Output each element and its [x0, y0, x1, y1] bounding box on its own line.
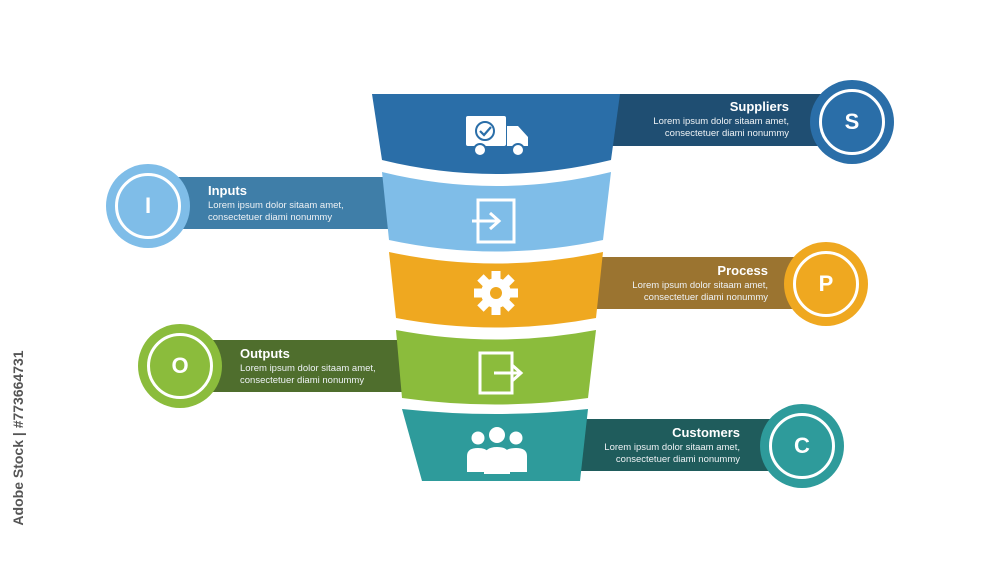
gear-icon [474, 271, 518, 315]
stock-watermark-text: Adobe Stock | #773664731 [10, 350, 26, 526]
process-title: Process [717, 263, 768, 278]
inputs-letter: I [115, 173, 181, 239]
inputs-desc-line1: Lorem ipsum dolor sitaam amet, [208, 200, 344, 211]
process-bar [590, 257, 800, 309]
process-letter: P [793, 251, 859, 317]
suppliers-desc-line1: Lorem ipsum dolor sitaam amet, [653, 116, 789, 127]
login-arrow-icon [472, 198, 516, 244]
suppliers-letter: S [819, 89, 885, 155]
funnel-segment-customers [402, 409, 588, 481]
inputs-title: Inputs [208, 183, 247, 198]
outputs-desc-line1: Lorem ipsum dolor sitaam amet, [240, 363, 376, 374]
outputs-title: Outputs [240, 346, 290, 361]
people-group-icon [467, 427, 527, 474]
customers-desc-line2: consectetuer diami nonummy [615, 454, 740, 465]
suppliers-bar [612, 94, 826, 146]
funnel-segment-outputs [396, 330, 596, 405]
suppliers-desc-line2: consectetuer diami nonummy [664, 128, 789, 139]
logout-arrow-icon [478, 351, 524, 395]
customers-title: Customers [672, 425, 740, 440]
stock-watermark: Adobe Stock | #773664731 [8, 330, 26, 550]
funnel-segment-inputs [382, 172, 611, 252]
customers-desc-line1: Lorem ipsum dolor sitaam amet, [604, 442, 740, 453]
process-desc-line1: Lorem ipsum dolor sitaam amet, [632, 280, 768, 291]
outputs-desc-line2: consectetuer diami nonummy [240, 375, 365, 386]
customers-letter: C [769, 413, 835, 479]
outputs-bar [210, 340, 410, 392]
process-circle: P [784, 242, 868, 326]
suppliers-circle: S [810, 80, 894, 164]
inputs-circle: I [106, 164, 190, 248]
process-desc-line2: consectetuer diami nonummy [643, 292, 768, 303]
suppliers-title: Suppliers [729, 99, 789, 114]
outputs-letter: O [147, 333, 213, 399]
customers-bar [572, 419, 772, 471]
inputs-desc-line2: consectetuer diami nonummy [208, 212, 333, 223]
truck-check-icon [466, 116, 528, 157]
outputs-circle: O [138, 324, 222, 408]
inputs-bar [176, 177, 388, 229]
customers-circle: C [760, 404, 844, 488]
